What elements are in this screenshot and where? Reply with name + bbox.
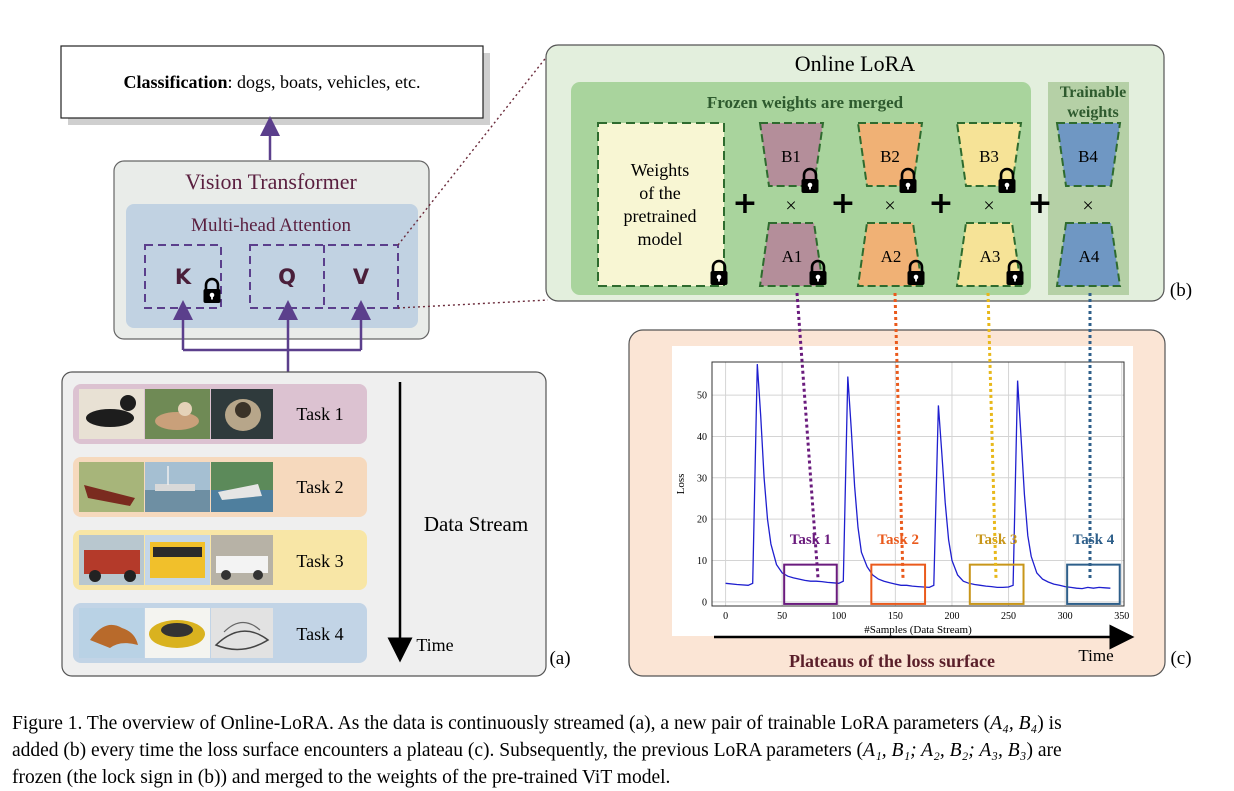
x-tick-label: 100 [831,611,846,622]
a3-block [955,222,1023,287]
plus-4: + [1027,186,1052,221]
b1-label: B1 [781,147,801,166]
b3-label: B3 [979,147,999,166]
plus-2: + [830,186,855,221]
caption-line-3: frozen (the lock sign in (b)) and merged… [12,767,671,788]
plus-1: + [732,186,757,221]
loss-curve [725,364,1111,590]
panel-tag-a: (a) [549,648,570,669]
plateau-label-2: Task 2 [877,532,919,548]
vision-transformer-block: Vision Transformer Multi-head Attention … [113,160,430,340]
frozen-title: Frozen weights are merged [707,93,904,112]
pretrained-weights-box [597,122,725,287]
online-lora-panel: Online LoRA Frozen weights are merged Tr… [545,44,1165,302]
plus-3: + [928,186,953,221]
q-label: Q [278,265,296,289]
task-2-label: Task 2 [296,477,343,497]
plateau-box-4 [1066,563,1121,605]
times-2: × [884,195,895,217]
plateau-label-3: Task 3 [976,532,1018,548]
task-row-2: Task 2 [73,457,367,517]
a1-label: A1 [782,247,803,266]
pretrained-line-4: model [638,229,683,249]
plateau-label-1: Task 1 [790,532,832,548]
plot-frame [711,361,1125,607]
k-label: K [175,265,192,289]
y-tick-label: 10 [697,556,707,567]
pretrained-line-3: pretrained [624,206,697,226]
y-tick-label: 20 [697,515,707,526]
figure-caption: Figure 1. The overview of Online-LoRA. A… [12,710,1224,791]
a4-block [1055,222,1122,287]
mha-title: Multi-head Attention [191,215,351,236]
time-label-c: Time [1078,646,1113,665]
x-tick-label: 50 [777,611,787,622]
caption-line-1: Figure 1. The overview of Online-LoRA. A… [12,713,1062,734]
loss-plot-panel: 0 50 100 150 200 250 300 350 0 10 20 30 40 50 #Samples… [628,329,1166,677]
caption-line-2: added (b) every time the loss surface en… [12,740,1062,761]
plateau-box-2 [870,563,927,605]
data-stream-label: Data Stream [424,512,528,536]
loss-chart: 0 50 100 150 200 250 300 350 0 10 20 30 40 50 #Samples… [675,361,1129,636]
y-tick-label: 40 [697,432,707,443]
task-1-label: Task 1 [296,404,343,424]
y-axis-label: Loss [675,474,687,495]
x-tick-label: 300 [1058,611,1073,622]
a4-label: A4 [1079,247,1100,266]
panel-tag-c: (c) [1170,648,1191,669]
trainable-title-1: Trainable [1060,84,1126,101]
zoom-line-bottom [397,299,549,309]
x-tick-label: 350 [1114,611,1129,622]
plateau-box-1 [783,563,838,605]
lora-title: Online LoRA [795,51,915,76]
b4-label: B4 [1078,147,1098,166]
plot-footer: Plateaus of the loss surface [789,651,995,671]
pretrained-line-1: Weights [631,160,690,180]
times-1: × [785,195,796,217]
vit-title: Vision Transformer [185,169,357,194]
a2-block [856,222,924,287]
b4-block [1055,122,1122,187]
x-tick-label: 0 [723,611,728,622]
x-tick-label: 150 [888,611,903,622]
data-stream-panel: Task 1 Task 2 [61,371,547,677]
panel-tag-b: (b) [1170,280,1192,301]
y-tick-label: 0 [702,597,707,608]
x-tick-label: 200 [944,611,959,622]
classification-text: Classification: dogs, boats, vehicles, e… [124,72,421,92]
pretrained-line-2: of the [639,183,680,203]
zoom-line-top [397,54,549,246]
trainable-title-2: weights [1067,104,1119,121]
a3-label: A3 [980,247,1001,266]
a1-block [758,222,825,287]
task-row-4: Task 4 [73,603,367,663]
task-row-3: Task 3 [73,530,367,590]
x-tick-label: 250 [1001,611,1016,622]
b2-label: B2 [880,147,900,166]
qv-box [249,244,399,309]
times-3: × [983,195,994,217]
plateau-label-4: Task 4 [1073,532,1115,548]
x-axis-label: #Samples (Data Stream) [864,624,972,636]
classification-box: Classification: dogs, boats, vehicles, e… [60,45,490,125]
times-4: × [1082,195,1093,217]
y-tick-label: 50 [697,391,707,402]
task-row-1: Task 1 [73,384,367,444]
v-label: V [353,265,370,289]
a2-label: A2 [881,247,902,266]
y-tick-label: 30 [697,473,707,484]
task-4-label: Task 4 [296,624,343,644]
time-label-a: Time [416,635,453,655]
task-3-label: Task 3 [296,551,343,571]
